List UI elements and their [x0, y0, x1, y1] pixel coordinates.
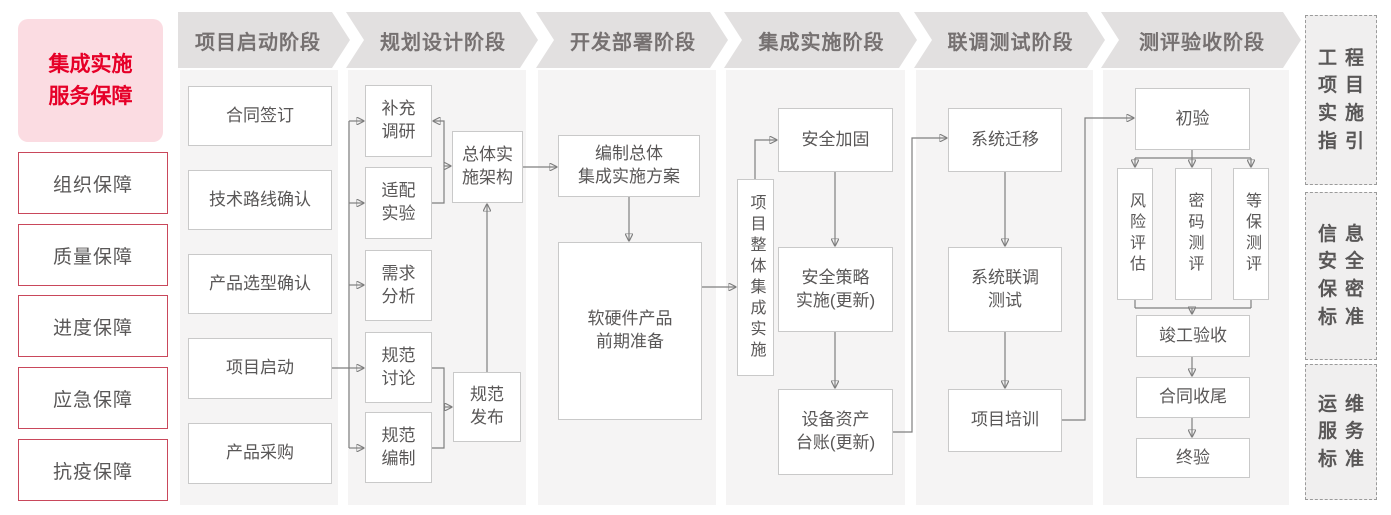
standard-om-service: 运维 服务 标准 — [1305, 364, 1377, 500]
phase-header-integration: 集成实施阶段 — [724, 12, 917, 68]
box-contract-signing: 合同签订 — [188, 86, 332, 146]
box-spec-release: 规范 发布 — [453, 372, 521, 442]
page-title-text: 集成实施 服务保障 — [48, 53, 133, 108]
box-product-procurement: 产品采购 — [188, 423, 332, 484]
box-adaptation-experiment: 适配 实验 — [365, 167, 432, 239]
box-equipment-asset-ledger: 设备资产 台账(更新) — [778, 389, 893, 475]
phase-header-joint-test: 联调测试阶段 — [914, 12, 1105, 68]
box-product-selection-confirm: 产品选型确认 — [188, 254, 332, 314]
phase-label: 项目启动阶段 — [195, 31, 321, 54]
phase-header-planning-design: 规划设计阶段 — [346, 12, 538, 68]
box-system-joint-debug-test: 系统联调 测试 — [948, 247, 1062, 332]
sidebar-item-schedule-assurance: 进度保障 — [18, 295, 168, 357]
box-crypto-evaluation: 密码测评 — [1175, 168, 1212, 300]
phase-header-dev-deploy: 开发部署阶段 — [536, 12, 728, 68]
sidebar-item-emergency-assurance: 应急保障 — [18, 367, 168, 429]
box-final-acceptance: 终验 — [1136, 438, 1250, 478]
box-security-policy-implementation: 安全策略 实施(更新) — [778, 247, 893, 332]
box-requirement-analysis: 需求 分析 — [365, 250, 432, 321]
phase-label: 测评验收阶段 — [1139, 31, 1265, 54]
box-tech-route-confirm: 技术路线确认 — [188, 170, 332, 230]
box-initial-acceptance: 初验 — [1135, 88, 1250, 150]
box-classified-protection-evaluation: 等保测评 — [1233, 168, 1269, 300]
box-risk-assessment: 风险评估 — [1117, 168, 1153, 300]
box-security-hardening: 安全加固 — [778, 108, 893, 172]
phase-label: 开发部署阶段 — [570, 31, 696, 54]
box-overall-implementation-architecture: 总体实 施架构 — [452, 131, 523, 203]
box-spec-drafting: 规范 编制 — [365, 412, 432, 483]
page-title: 集成实施 服务保障 — [18, 19, 163, 142]
phase-header-evaluation-acceptance: 测评验收阶段 — [1101, 12, 1301, 68]
phase-label: 规划设计阶段 — [380, 31, 506, 54]
box-supplementary-research: 补充 调研 — [365, 85, 432, 157]
box-spec-discussion: 规范 讨论 — [365, 332, 432, 403]
sidebar-item-organization-assurance: 组织保障 — [18, 152, 168, 214]
sidebar-item-pandemic-assurance: 抗疫保障 — [18, 439, 168, 501]
box-project-kickoff: 项目启动 — [188, 338, 332, 399]
phase-header-project-start: 项目启动阶段 — [178, 12, 350, 68]
box-completion-acceptance: 竣工验收 — [1136, 315, 1250, 357]
phase-label: 联调测试阶段 — [947, 31, 1074, 54]
standard-project-implementation-guide: 工程 项目 实施 指引 — [1305, 15, 1377, 185]
box-contract-closure: 合同收尾 — [1136, 377, 1250, 418]
phase-label: 集成实施阶段 — [758, 31, 885, 54]
sidebar-item-quality-assurance: 质量保障 — [18, 224, 168, 286]
box-system-migration: 系统迁移 — [948, 108, 1062, 172]
standard-information-security-confidentiality: 信息 安全 保密 标准 — [1305, 192, 1377, 360]
box-overall-integration-plan: 编制总体 集成实施方案 — [558, 135, 700, 197]
box-overall-integration-implementation: 项目整体集成实施 — [737, 179, 774, 376]
box-hw-sw-preparation: 软硬件产品 前期准备 — [558, 242, 702, 420]
box-project-training: 项目培训 — [948, 389, 1062, 452]
